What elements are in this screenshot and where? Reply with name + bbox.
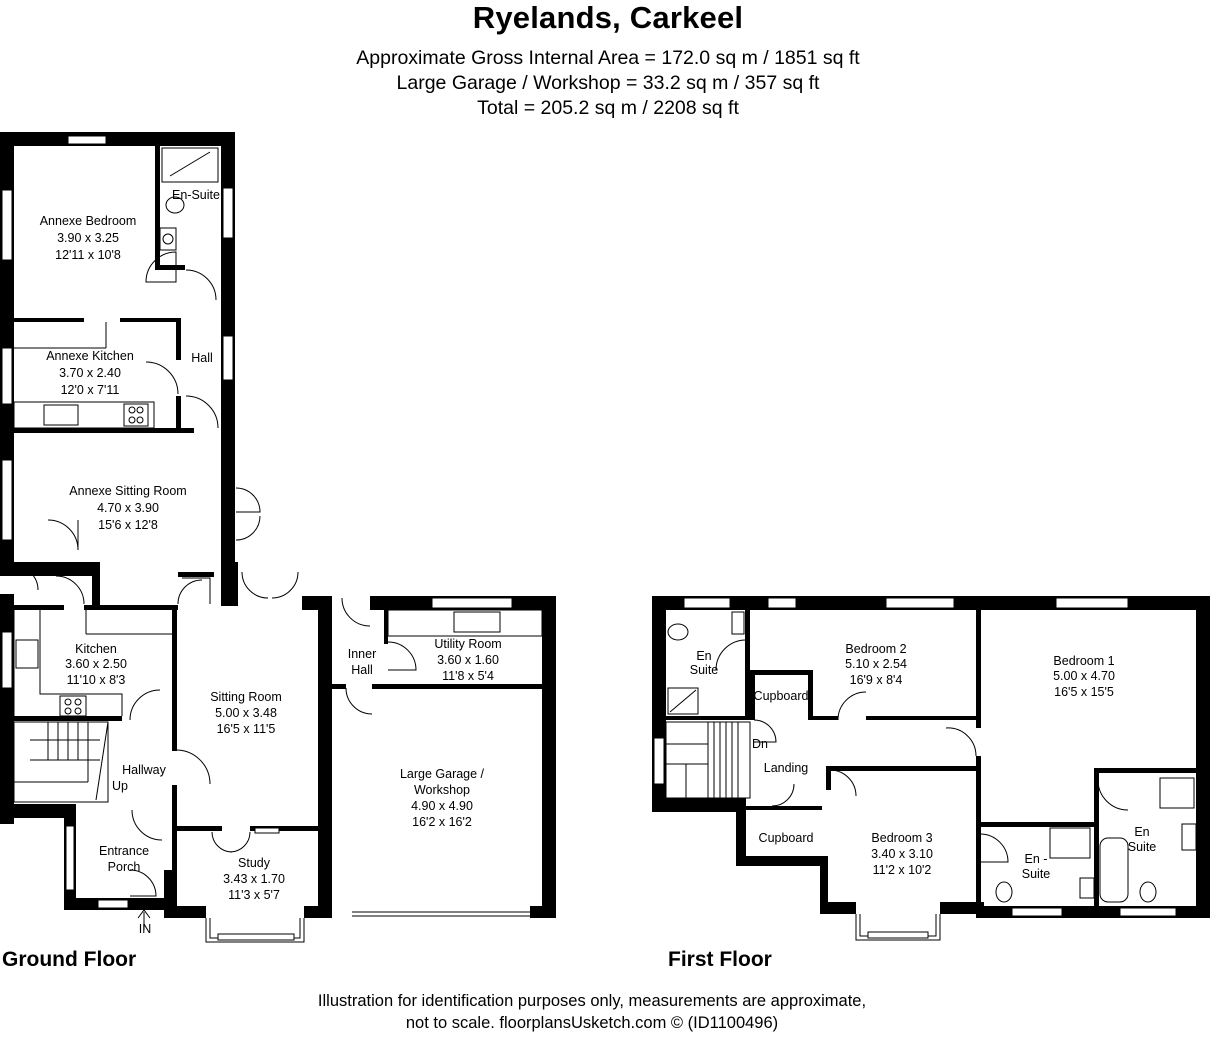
annexe-kitchen-metric: 3.70 x 2.40 <box>59 366 121 380</box>
ground-floor-fixtures <box>1 135 543 943</box>
kitchen-name: Kitchen <box>75 642 117 656</box>
plan-title: Ryelands, Carkeel <box>472 0 744 35</box>
area-gross-internal: Approximate Gross Internal Area = 172.0 … <box>356 47 860 69</box>
annexe-kitchen-name: Annexe Kitchen <box>46 349 134 363</box>
bedroom-3-imperial: 11'2 x 10'2 <box>873 863 932 877</box>
sitting-room-name: Sitting Room <box>210 690 282 704</box>
annexe-sitting-name: Annexe Sitting Room <box>69 484 186 498</box>
bedroom-3-ensuite-line2: Suite <box>1022 867 1051 881</box>
kitchen-imperial: 11'10 x 8'3 <box>67 673 126 687</box>
bedroom-1-metric: 5.00 x 4.70 <box>1053 669 1115 683</box>
garage-line1: Large Garage / <box>400 767 485 781</box>
utility-room-name: Utility Room <box>434 637 501 651</box>
bedroom-1-name: Bedroom 1 <box>1053 654 1114 668</box>
annexe-ensuite-name: En-Suite <box>172 188 220 202</box>
hallway-name: Hallway <box>122 763 167 777</box>
study-name: Study <box>238 856 271 870</box>
room-labels: Annexe Bedroom 3.90 x 3.25 12'11 x 10'8 … <box>40 188 1157 936</box>
disclaimer-line-2: not to scale. floorplansUsketch.com © (I… <box>405 1014 779 1032</box>
bedroom-3-name: Bedroom 3 <box>871 831 932 845</box>
sitting-room-imperial: 16'5 x 11'5 <box>217 722 276 736</box>
first-floor-stairs <box>665 721 751 799</box>
bedroom-1-ensuite-line2: Suite <box>1128 840 1157 854</box>
ff-ensuite-line2: Suite <box>690 663 719 677</box>
ground-floor-label: Ground Floor <box>2 948 137 971</box>
bedroom-1-imperial: 16'5 x 15'5 <box>1054 685 1114 699</box>
area-garage: Large Garage / Workshop = 33.2 sq m / 35… <box>396 72 820 94</box>
bedroom-1-ensuite-line1: En <box>1134 825 1149 839</box>
annexe-bedroom-imperial: 12'11 x 10'8 <box>55 248 121 262</box>
entrance-in-marker: IN <box>139 922 152 936</box>
garage-imperial: 16'2 x 16'2 <box>412 815 472 829</box>
first-floor-fixtures <box>653 597 1197 941</box>
annexe-sitting-imperial: 15'6 x 12'8 <box>98 518 158 532</box>
sitting-room-metric: 5.00 x 3.48 <box>215 706 277 720</box>
garage-metric: 4.90 x 4.90 <box>411 799 473 813</box>
landing-name: Landing <box>764 761 809 775</box>
utility-room-imperial: 11'8 x 5'4 <box>442 669 494 683</box>
study-metric: 3.43 x 1.70 <box>223 872 285 886</box>
hallway-stairs-up: Up <box>112 779 128 793</box>
bedroom-2-metric: 5.10 x 2.54 <box>845 657 907 671</box>
cupboard-1-name: Cupboard <box>754 689 809 703</box>
ground-floor-stairs <box>13 721 109 803</box>
annexe-kitchen-imperial: 12'0 x 7'11 <box>61 383 120 397</box>
utility-room-metric: 3.60 x 1.60 <box>437 653 499 667</box>
area-total: Total = 205.2 sq m / 2208 sq ft <box>477 97 739 119</box>
inner-hall-line1: Inner <box>348 647 377 661</box>
ff-ensuite-line1: En <box>696 649 711 663</box>
annexe-bedroom-metric: 3.90 x 3.25 <box>57 231 119 245</box>
annexe-sitting-metric: 4.70 x 3.90 <box>97 501 159 515</box>
porch-line2: Porch <box>108 860 141 874</box>
annexe-bedroom-name: Annexe Bedroom <box>40 214 137 228</box>
cupboard-2-name: Cupboard <box>759 831 814 845</box>
garage-line2: Workshop <box>414 783 470 797</box>
landing-stairs-down: Dn <box>752 737 768 751</box>
kitchen-metric: 3.60 x 2.50 <box>65 657 127 671</box>
bedroom-2-imperial: 16'9 x 8'4 <box>850 673 903 687</box>
porch-line1: Entrance <box>99 844 149 858</box>
bedroom-3-ensuite-line1: En - <box>1025 852 1048 866</box>
bedroom-3-metric: 3.40 x 3.10 <box>871 847 933 861</box>
bedroom-2-name: Bedroom 2 <box>845 642 906 656</box>
disclaimer-line-1: Illustration for identification purposes… <box>317 992 867 1010</box>
inner-hall-line2: Hall <box>351 663 373 677</box>
study-imperial: 11'3 x 5'7 <box>228 888 280 902</box>
first-floor-label: First Floor <box>668 948 772 971</box>
hall-name: Hall <box>191 351 213 365</box>
